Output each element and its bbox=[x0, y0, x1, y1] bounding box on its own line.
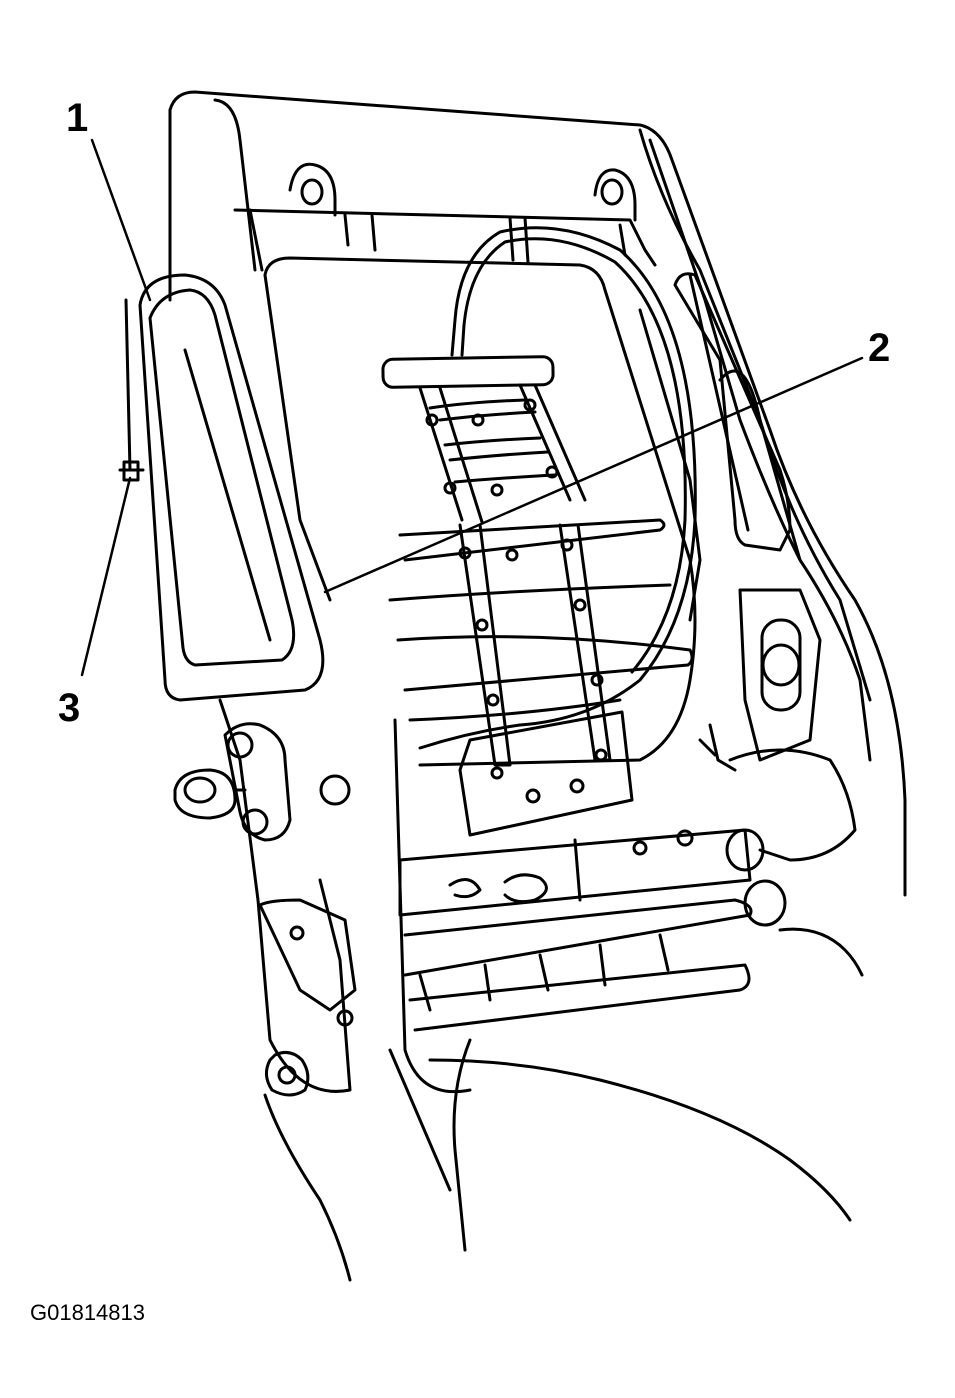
callout-label-3: 3 bbox=[58, 686, 81, 730]
seat-cushion-outline bbox=[390, 750, 862, 1250]
callout-label-1: 1 bbox=[66, 96, 89, 140]
right-side-shapes bbox=[675, 274, 870, 760]
lumbar-support bbox=[383, 357, 692, 778]
lower-plate bbox=[460, 712, 735, 835]
seat-frame-outline bbox=[170, 92, 905, 895]
wire-harness bbox=[420, 228, 695, 748]
figure-code: G01814813 bbox=[30, 1300, 145, 1325]
top-mounting-tabs bbox=[290, 164, 635, 262]
leader-line-3 bbox=[82, 478, 130, 675]
leader-line-2 bbox=[325, 358, 862, 592]
leader-lines bbox=[82, 140, 862, 675]
side-airbag-module bbox=[126, 275, 323, 700]
callout-label-2: 2 bbox=[868, 326, 891, 370]
leader-line-1 bbox=[92, 140, 150, 300]
left-lower-frame bbox=[175, 700, 355, 1280]
lower-crossbar bbox=[395, 720, 785, 1092]
airbag-fastener-nut bbox=[120, 462, 143, 480]
